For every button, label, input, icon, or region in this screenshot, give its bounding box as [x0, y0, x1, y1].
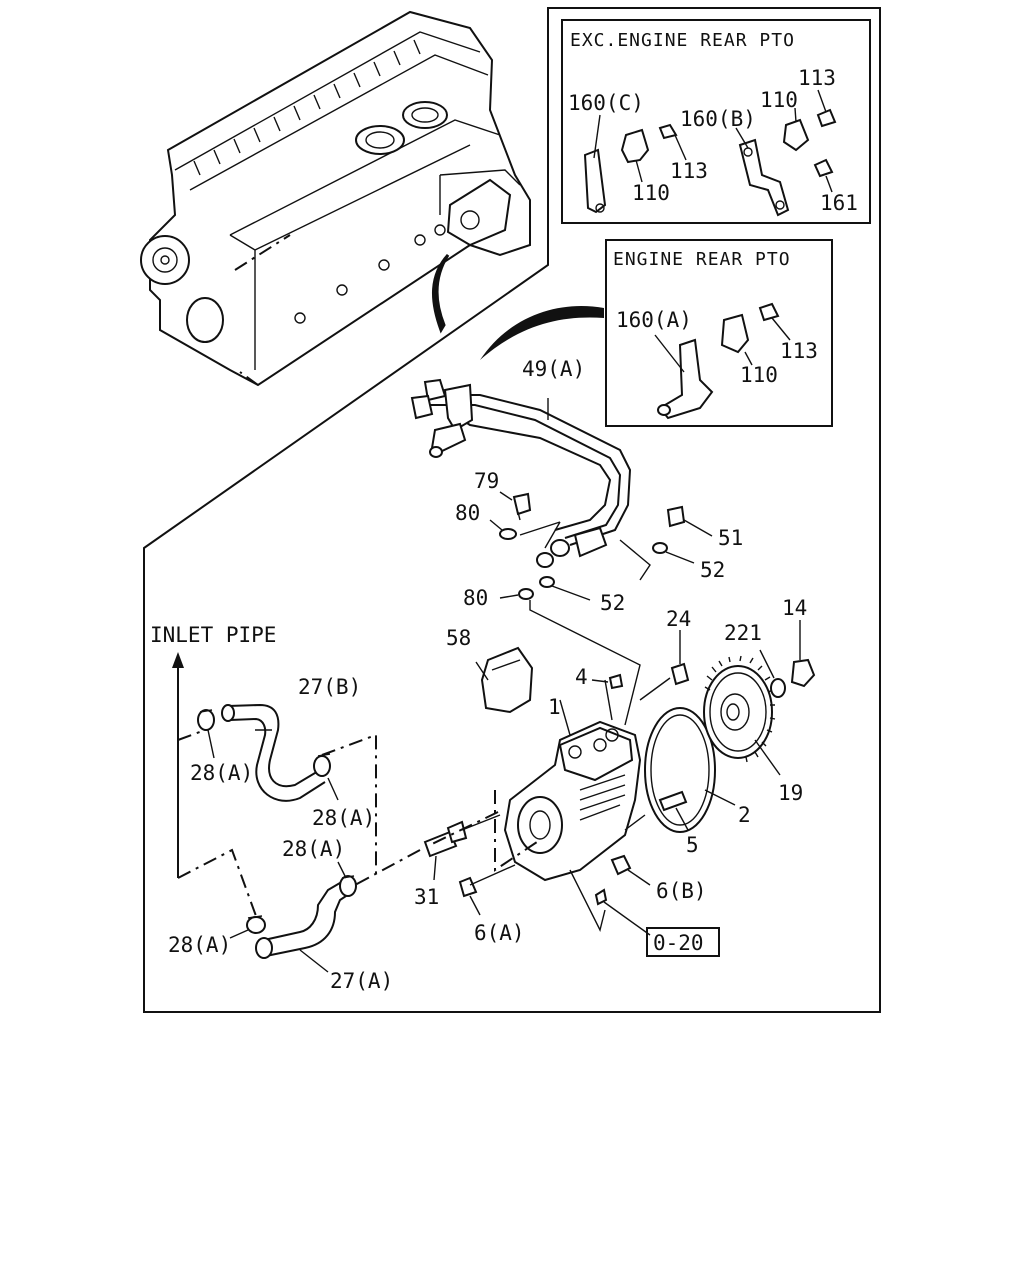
clamp-28a-4: [246, 916, 266, 934]
inset-rear-title: ENGINE REAR PTO: [613, 249, 791, 270]
label-28a-middle: 28(A): [282, 837, 345, 861]
rear-inset-parts: [654, 302, 791, 420]
label-19: 19: [778, 781, 803, 805]
label-80-lower: 80: [463, 586, 488, 610]
label-31: 31: [414, 885, 439, 909]
label-2: 2: [738, 803, 751, 827]
label-52-lower: 52: [600, 591, 625, 615]
inset-engine-rear-pto: [605, 239, 833, 427]
label-160c: 160(C): [568, 91, 644, 115]
hose-27b: [221, 703, 326, 802]
label-110-rear: 110: [740, 363, 778, 387]
label-161: 161: [820, 191, 858, 215]
bolt-5: [658, 790, 688, 812]
label-160b: 160(B): [680, 107, 756, 131]
engine-to-pump-arrow: [432, 253, 450, 334]
ref-box-label: 0-20: [653, 931, 704, 955]
label-221: 221: [724, 621, 762, 645]
label-28a-upper-left: 28(A): [190, 761, 253, 785]
clamp-28a-3: [339, 875, 357, 897]
nut-14: [790, 658, 816, 688]
label-51: 51: [718, 526, 743, 550]
inlet-pipe-label: INLET PIPE: [150, 623, 276, 647]
rear-pto-arrow: [480, 305, 604, 360]
label-14: 14: [782, 596, 807, 620]
label-110-exc-left: 110: [632, 181, 670, 205]
label-79: 79: [474, 469, 499, 493]
label-27a: 27(A): [330, 969, 393, 993]
label-4: 4: [575, 665, 588, 689]
label-27b: 27(B): [298, 675, 361, 699]
cover-58: [475, 646, 534, 714]
label-24: 24: [666, 607, 691, 631]
label-1: 1: [548, 695, 561, 719]
engine-block: [140, 10, 531, 387]
label-80-upper: 80: [455, 501, 480, 525]
label-113-exc-left: 113: [670, 159, 708, 183]
label-160a: 160(A): [616, 308, 692, 332]
main-frame: [143, 7, 881, 1013]
label-52-right: 52: [700, 558, 725, 582]
clamp-28a-1: [197, 709, 215, 731]
inset-exc-engine-rear-pto: [561, 19, 871, 224]
label-113-exc-right: 113: [798, 66, 836, 90]
injection-pipe-assembly: [410, 378, 632, 568]
label-5: 5: [686, 833, 699, 857]
gear-19: [703, 655, 781, 776]
inset-exc-title: EXC.ENGINE REAR PTO: [570, 30, 795, 51]
label-6b: 6(B): [656, 879, 707, 903]
pin-0-20: [594, 888, 608, 906]
o-ring-2: [644, 707, 716, 833]
exc-inset-parts: [583, 89, 837, 217]
bolt-24: [670, 662, 690, 686]
washer-221: [770, 678, 786, 698]
hose-27a: [255, 879, 353, 973]
label-6a: 6(A): [474, 921, 525, 945]
nut-6a: [458, 876, 478, 898]
label-58: 58: [446, 626, 471, 650]
nut-6b: [610, 854, 632, 876]
fitting-31: [423, 814, 501, 881]
clamp-28a-2: [313, 755, 331, 777]
label-28a-upper-right: 28(A): [312, 806, 375, 830]
assembly-line-pump: [494, 790, 541, 872]
label-49a: 49(A): [522, 357, 585, 381]
fuel-pump: [503, 673, 642, 882]
label-110-exc-right: 110: [760, 88, 798, 112]
label-28a-lower: 28(A): [168, 933, 231, 957]
label-113-rear: 113: [780, 339, 818, 363]
ref-box-0-20: [646, 927, 720, 957]
pipe-fittings: [489, 491, 713, 726]
